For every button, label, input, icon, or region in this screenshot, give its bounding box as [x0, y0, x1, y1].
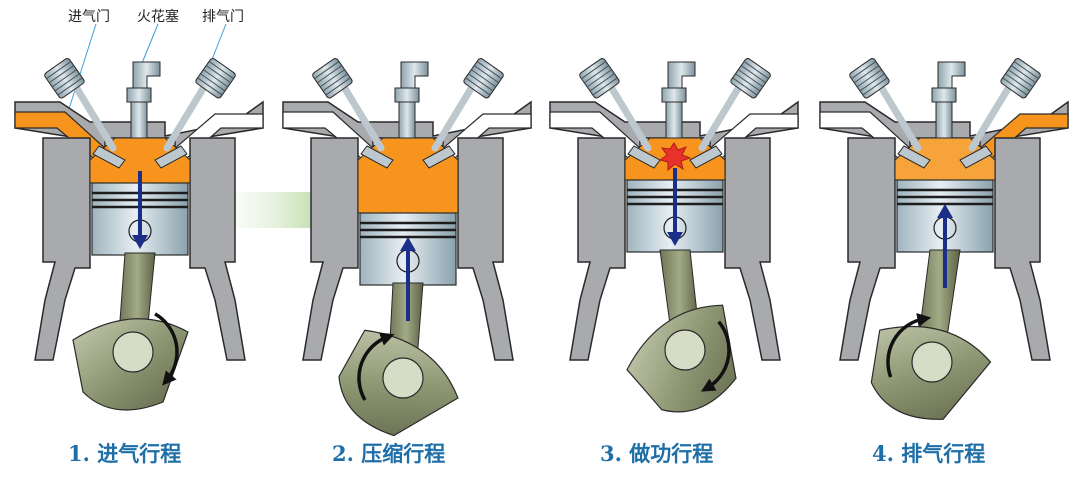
intake-valve-head	[360, 145, 394, 169]
exhaust-valve-spring	[1000, 58, 1041, 99]
cylinder-wall-left	[569, 137, 626, 361]
exhaust-valve-head	[959, 145, 993, 169]
crankshaft	[338, 282, 459, 437]
spark-plug-callout: 火花塞	[137, 9, 179, 25]
stroke-panels	[14, 58, 1069, 437]
arrow-up-icon	[937, 204, 953, 218]
crank-journal	[911, 341, 953, 383]
cylinder-wall-left	[34, 137, 91, 361]
spark-plug	[394, 61, 429, 139]
crank-journal	[382, 357, 424, 399]
exhaust-valve-callout: 排气门	[202, 9, 244, 25]
stroke-caption-intake: 1. 进气行程	[68, 441, 182, 466]
exhaust-valve-stem	[698, 78, 746, 152]
rotation-arrow-icon	[357, 332, 395, 401]
rotation-arrow-icon	[700, 320, 731, 392]
intake-valve-stem	[604, 78, 652, 152]
intake-valve-stem	[874, 78, 922, 152]
intake-valve-spring	[44, 58, 85, 99]
cylinder-wall-left	[839, 137, 896, 361]
intake-valve-stem	[337, 78, 385, 152]
intake-valve-head	[897, 145, 931, 169]
cylinder-wall-right	[994, 137, 1051, 361]
arrow-down-icon	[667, 232, 683, 246]
arrow-up-icon	[400, 237, 416, 251]
spark-plug	[126, 61, 161, 139]
cylinder-wall-right	[189, 137, 246, 361]
crankshaft	[626, 249, 737, 413]
intake-valve-spring	[579, 58, 620, 99]
cylinder-wall-right	[724, 137, 781, 361]
crankshaft	[72, 252, 189, 411]
exhaust-valve-stem	[431, 78, 479, 152]
spark-icon	[658, 142, 692, 172]
stroke-panel-3	[549, 58, 799, 413]
stroke-panel-2	[282, 58, 532, 437]
intake-valve-leader	[67, 23, 97, 113]
exhaust-valve-head	[689, 145, 723, 169]
intake-valve-callout: 进气门	[68, 9, 110, 25]
cylinder-wall-right	[457, 137, 514, 361]
exhaust-valve-stem	[163, 78, 211, 152]
spark-plug	[931, 61, 966, 139]
intake-valve-head	[92, 145, 126, 169]
crank-journal	[664, 329, 706, 371]
crank-journal	[112, 331, 154, 373]
intake-valve-head	[627, 145, 661, 169]
intake-valve-stem	[69, 78, 117, 152]
exhaust-valve-spring	[195, 58, 236, 99]
spark-plug	[661, 61, 696, 139]
stroke-panel-4	[819, 58, 1069, 420]
stroke-caption-compression: 2. 压缩行程	[332, 441, 446, 466]
exhaust-valve-spring	[730, 58, 771, 99]
stroke-caption-power: 3. 做功行程	[600, 441, 714, 466]
cylinder-wall-left	[302, 137, 359, 361]
arrow-down-icon	[132, 235, 148, 249]
exhaust-valve-head	[422, 145, 456, 169]
spark-plug-leader	[139, 23, 159, 69]
exhaust-valve-head	[154, 145, 188, 169]
rotation-arrow-icon	[886, 312, 932, 378]
intake-valve-spring	[312, 58, 353, 99]
exhaust-valve-stem	[968, 78, 1016, 152]
intake-valve-spring	[849, 58, 890, 99]
exhaust-valve-spring	[463, 58, 504, 99]
rotation-arrow-icon	[154, 312, 179, 386]
stroke-caption-exhaust: 4. 排气行程	[872, 441, 986, 466]
stroke-panel-1	[14, 58, 264, 411]
